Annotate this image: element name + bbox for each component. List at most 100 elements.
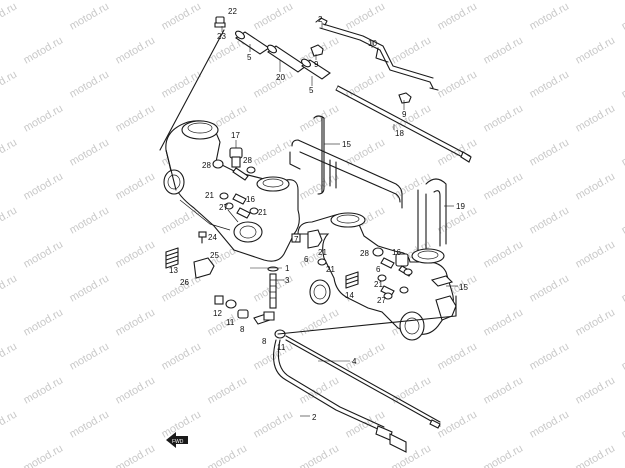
callout-21-d: 21 [326,265,335,274]
watermark-text: motod.ru [528,68,572,100]
hose-part-5-lower [301,58,331,80]
callout-27-b: 27 [377,296,386,305]
callout-18: 18 [395,129,404,138]
watermark-text: motod.ru [114,102,158,134]
carburetor-2 [297,212,457,341]
callout-27-a: 27 [219,203,228,212]
callout-3: 3 [285,276,290,285]
watermark-text: motod.ru [344,340,388,372]
clip-part-9-upper [310,44,324,57]
watermark-text: motod.ru [0,136,19,168]
watermark-text: motod.ru [436,0,480,32]
watermark-text: motod.ru [114,34,158,66]
screw-part-1 [267,266,279,272]
watermark-text: motod.ru [620,68,625,100]
watermark-text: motod.ru [620,272,625,304]
watermark-text: motod.ru [206,374,250,406]
watermark-text: motod.ru [0,272,19,304]
fitting-part-8-right [253,311,275,325]
watermark-text: motod.ru [68,340,112,372]
o-ring-part-28-right [372,247,413,276]
watermark-text: motod.ru [160,68,204,100]
watermark-text: motod.ru [68,136,112,168]
watermark-text: motod.ru [160,340,204,372]
washer-part-27-right [383,292,393,300]
callout-16-b: 16 [392,248,401,257]
callout-5-lower: 5 [309,86,314,95]
watermark-text: motod.ru [22,238,66,270]
callout-14: 15 [459,283,468,292]
watermark-text: motod.ru [574,170,618,202]
callout-11-b: 11 [277,343,286,352]
callout-2-top: 2 [318,15,323,24]
callout-21-a: 21 [205,191,214,200]
watermark-text: motod.ru [528,272,572,304]
watermark-text: motod.ru [0,68,19,100]
callout-28-a: 28 [202,161,211,170]
callout-19: 19 [456,202,465,211]
watermark-text: motod.ru [344,68,388,100]
fitting-part-8-left [237,309,249,319]
bracket-part-10 [315,17,439,91]
watermark-text: motod.ru [344,0,388,32]
pipe-part-19 [417,178,447,261]
washer-part-11-left [225,299,237,309]
callout-20: 20 [276,73,285,82]
callout-6-a: 6 [304,255,309,264]
callout-28-b: 28 [243,156,252,165]
washer-part-21-left [219,192,259,215]
carburetor-1 [163,120,300,262]
callout-11-a: 11 [226,318,235,327]
callout-21-b: 21 [258,208,267,217]
watermark-text: motod.ru [620,408,625,440]
watermark-text: motod.ru [528,340,572,372]
watermark-text: motod.ru [22,170,66,202]
callout-8-a: 8 [240,325,245,334]
fitting-part-7 [291,229,323,249]
watermark-text: motod.ru [160,408,204,440]
clip-part-9-lower [398,92,412,104]
callout-17: 17 [231,131,240,140]
watermark-text: motod.ru [620,136,625,168]
callout-21-e: 21 [374,280,383,289]
screw-part-24 [198,231,207,244]
watermark-text: motod.ru [68,204,112,236]
watermark-text: motod.ru [482,34,526,66]
watermark-text: motod.ru [390,34,434,66]
watermark-text: motod.ru [252,136,296,168]
callout-labels: 22 23 5 20 5 2 10 9 9 18 15 19 17 28 28 … [169,7,468,422]
callout-21-c: 21 [318,248,327,257]
watermark-text: motod.ru [574,374,618,406]
watermark-text: motod.ru [252,68,296,100]
watermark-text: motod.ru [574,306,618,338]
watermark-text: motod.ru [574,102,618,134]
watermark-text: motod.ru [620,340,625,372]
throttle-cable-part-2 [273,339,407,453]
o-ring-part-28-left [212,159,256,174]
watermark-text: motod.ru [298,170,342,202]
watermark-text: motod.ru [528,204,572,236]
watermark-text: motod.ru [528,0,572,32]
rod-part-18 [335,85,472,163]
watermark-text: motod.ru [482,238,526,270]
callout-26: 26 [180,278,189,287]
watermark-text: motod.ru [482,102,526,134]
watermark-text: motod.ru [390,170,434,202]
leader-lines [221,22,458,417]
watermark-text: motod.ru [114,238,158,270]
watermark-text: motod.ru [22,34,66,66]
screw-part-3 [269,273,277,309]
bracket-part-26 [193,257,215,279]
callout-2: 2 [312,413,317,422]
watermark-text: motod.ru [482,442,526,468]
callout-13-b: 14 [345,291,354,300]
callout-25: 25 [210,251,219,260]
watermark-text: motod.ru [68,68,112,100]
spring-part-13-right [345,271,359,289]
callout-24: 24 [208,233,217,242]
watermark-text: motod.ru [114,306,158,338]
watermark-text: motod.ru [0,204,19,236]
watermark-text: motod.ru [574,34,618,66]
watermark-text: motod.ru [298,306,342,338]
